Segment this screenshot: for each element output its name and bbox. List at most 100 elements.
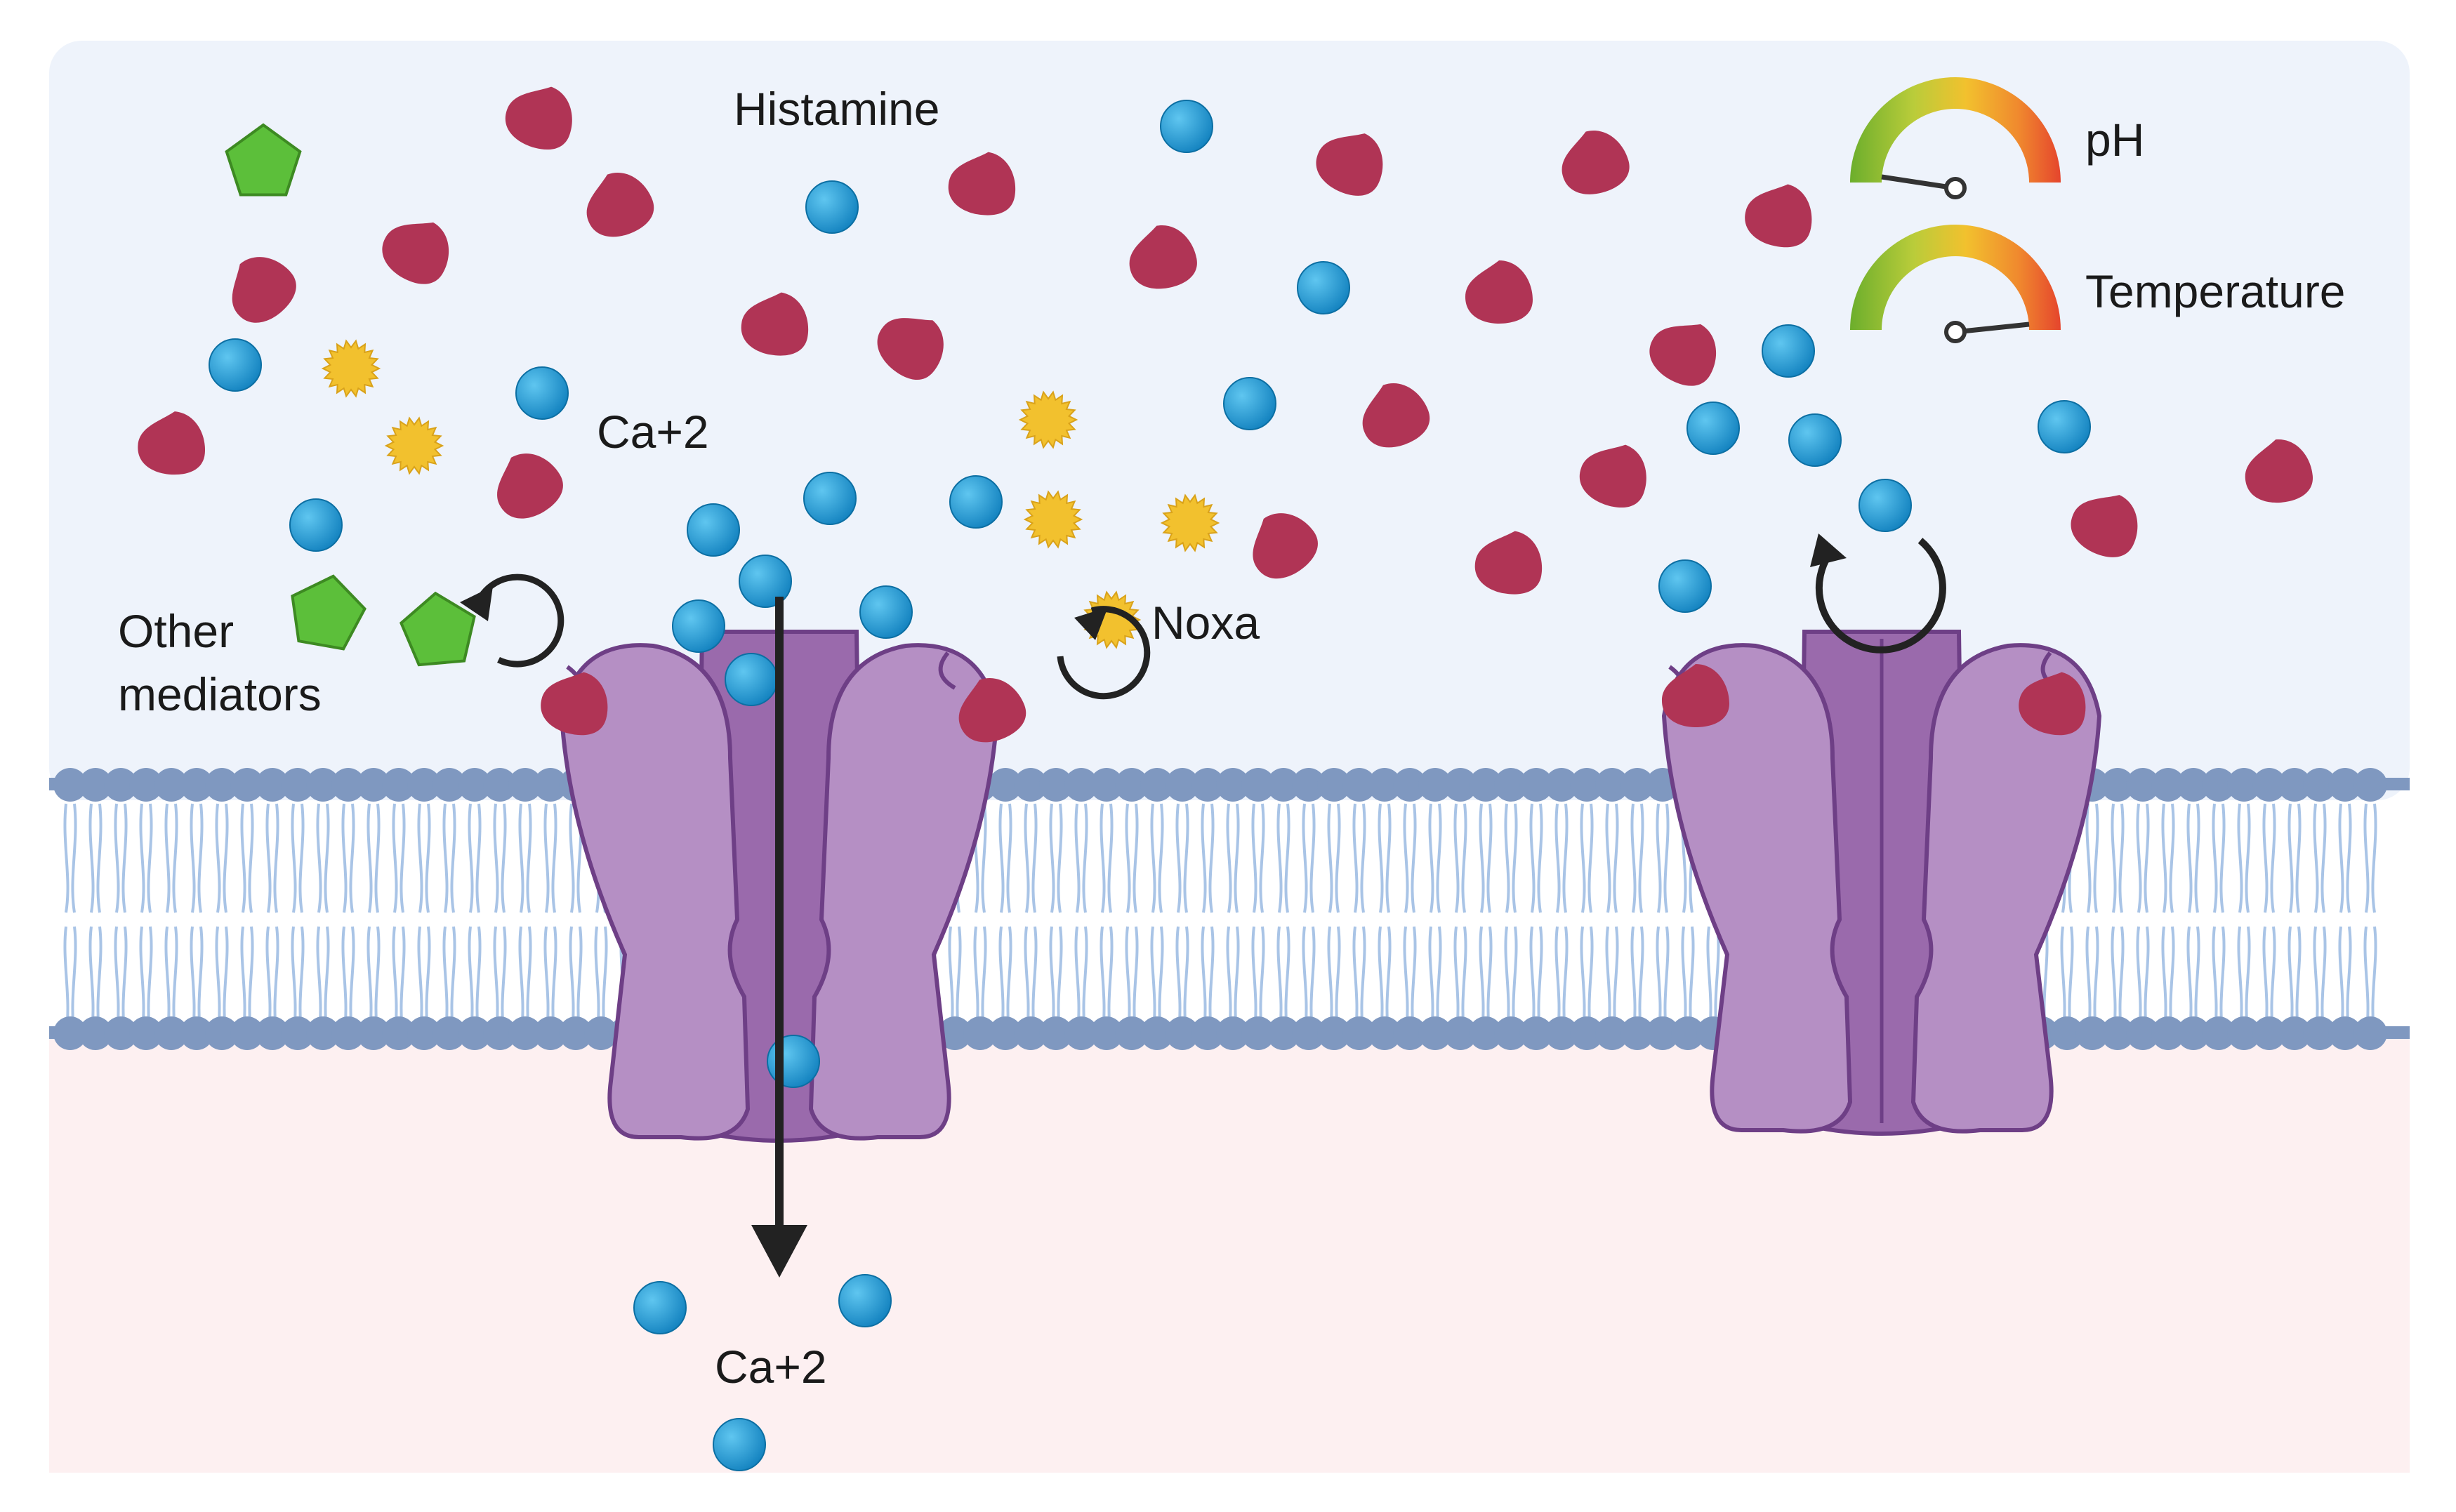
lipid-head	[2227, 768, 2261, 802]
calcium-ion-icon	[1223, 377, 1276, 430]
lipid-tail	[2363, 803, 2370, 913]
lipid-tail	[1360, 803, 1366, 913]
lipid-head	[1671, 1016, 1705, 1050]
lipid-head	[1292, 1016, 1326, 1050]
lipid-tail	[543, 803, 550, 913]
lipid-head	[2278, 1016, 2311, 1050]
lipid-tail	[2346, 803, 2352, 913]
lipid-head	[154, 1016, 188, 1050]
lipid-tail	[2186, 803, 2193, 913]
lipid-head	[281, 1016, 315, 1050]
lipid-tail	[1504, 803, 1510, 913]
lipid-head	[1620, 1016, 1654, 1050]
lipid-tail	[1049, 803, 1055, 913]
lipid-tail	[1663, 803, 1670, 913]
lipid-head	[104, 1016, 138, 1050]
lipid-head	[2075, 1016, 2109, 1050]
lipid-tail	[1486, 803, 1493, 913]
lipid-head	[205, 768, 239, 802]
lipid-tail	[493, 803, 499, 913]
calcium-ion-icon	[209, 338, 262, 392]
lipid-head	[1267, 768, 1300, 802]
lipid-head	[1418, 768, 1452, 802]
lipid-tail	[2111, 803, 2117, 913]
lipid-tail	[1385, 803, 1392, 913]
lipid-head	[1519, 768, 1553, 802]
lipid-tail	[223, 803, 229, 913]
calcium-ion-icon	[1762, 324, 1815, 378]
lipid-tail	[197, 803, 204, 913]
channel-subunit-left	[559, 643, 751, 1141]
noxa-spiky-icon	[384, 416, 444, 475]
lipid-head	[2227, 1016, 2261, 1050]
lipid-head	[1418, 1016, 1452, 1050]
lipid-tail	[2338, 803, 2344, 913]
lipid-tail	[2237, 803, 2243, 913]
lipid-tail	[551, 803, 557, 913]
lipid-tail	[1656, 803, 1662, 913]
calcium-label-bottom: Ca+2	[715, 1341, 827, 1393]
lipid-head	[559, 1016, 593, 1050]
lipid-head	[938, 1016, 972, 1050]
lipid-head	[331, 768, 365, 802]
lipid-head	[1039, 1016, 1073, 1050]
lipid-head	[2353, 768, 2387, 802]
lipid-head	[281, 768, 315, 802]
lipid-tail	[240, 803, 246, 913]
histamine-molecule-icon	[1129, 225, 1197, 289]
channel-subunit-right	[1910, 643, 2102, 1134]
lipid-tail	[1006, 803, 1012, 913]
lipid-tail	[1562, 803, 1569, 913]
lipid-head	[1090, 1016, 1123, 1050]
lipid-tail	[248, 803, 254, 913]
lipid-tail	[96, 803, 103, 913]
lipid-tail	[1613, 803, 1619, 913]
lipid-head	[2126, 1016, 2160, 1050]
cycle-arrow-head	[1810, 533, 1847, 567]
lipid-tail	[1082, 803, 1088, 913]
lipid-head	[989, 1016, 1022, 1050]
lipid-head	[483, 1016, 517, 1050]
lipid-head	[1545, 1016, 1578, 1050]
lipid-head	[205, 1016, 239, 1050]
mediator-pentagon-icon	[225, 123, 302, 197]
lipid-tail	[1436, 803, 1442, 913]
lipid-tail	[1605, 803, 1611, 913]
histamine-molecules	[138, 86, 2313, 743]
other-mediator-molecules	[225, 123, 476, 667]
lipid-tail	[1630, 803, 1637, 913]
lipid-tail	[400, 803, 406, 913]
lipid-tail	[114, 803, 120, 913]
lipid-head	[1469, 1016, 1503, 1050]
lipid-tail	[316, 803, 322, 913]
histamine-molecule-icon	[1474, 531, 1543, 595]
lipid-tail	[981, 803, 987, 913]
lipid-tail	[349, 803, 355, 913]
lipid-head	[357, 768, 390, 802]
lipid-tail	[1125, 803, 1131, 913]
lipid-head	[1241, 768, 1275, 802]
lipid-head	[2303, 1016, 2337, 1050]
lipid-tail	[273, 803, 279, 913]
histamine-molecule-icon	[2019, 672, 2086, 736]
lipid-head	[1595, 1016, 1629, 1050]
lipid-head	[2101, 768, 2134, 802]
lipid-head	[230, 1016, 264, 1050]
calcium-ions	[209, 100, 2091, 1471]
lipid-head	[1039, 768, 1073, 802]
lipid-head	[508, 768, 542, 802]
lipid-head	[104, 768, 138, 802]
lipid-tail	[190, 803, 196, 913]
lipid-head	[256, 1016, 289, 1050]
calcium-label-top: Ca+2	[597, 406, 709, 458]
lipid-tail	[1150, 803, 1156, 913]
histamine-molecule-icon	[958, 678, 1026, 743]
lipid-tail	[121, 803, 128, 913]
lipid-head	[79, 768, 112, 802]
histamine-molecule-icon	[1649, 324, 1717, 386]
lipid-tail	[1638, 803, 1644, 913]
lipid-tail	[88, 803, 95, 913]
lipid-head	[129, 768, 163, 802]
lipid-tail	[2136, 803, 2142, 913]
